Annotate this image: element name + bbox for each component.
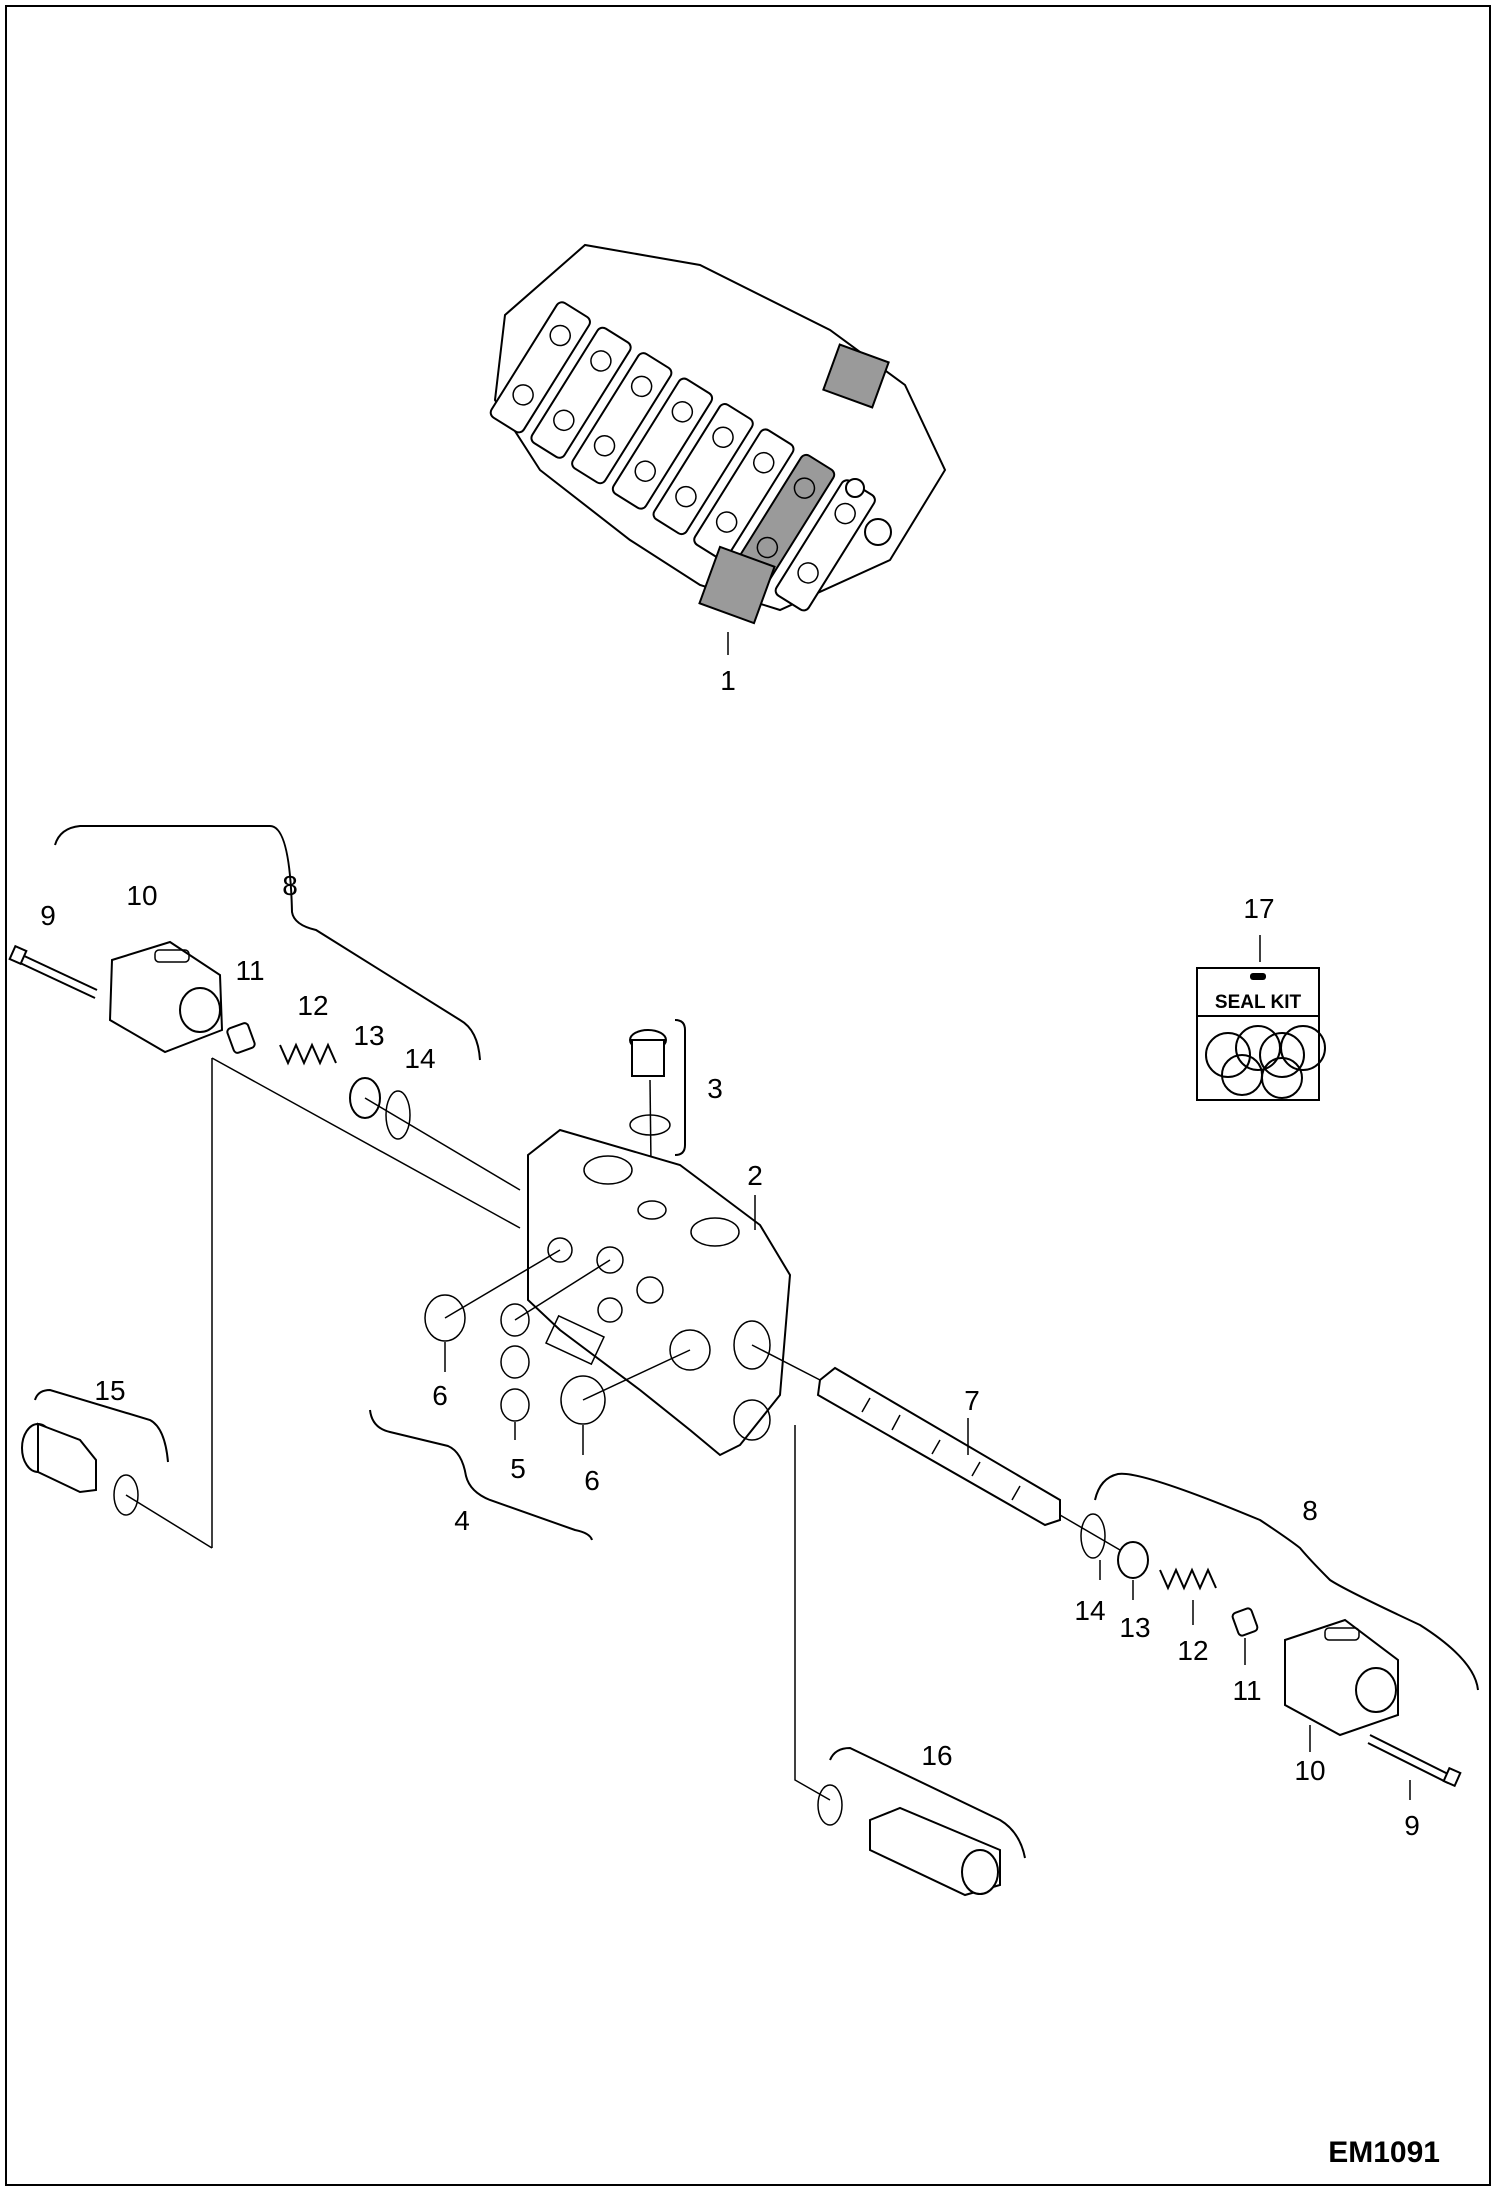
spring-12-left	[279, 1042, 337, 1066]
callout-10: 10	[1294, 1755, 1325, 1786]
leader-line	[582, 1349, 691, 1401]
o-ring-5	[500, 1388, 530, 1422]
group-bracket-16	[829, 1746, 1026, 1859]
spool-7	[751, 1344, 1061, 1527]
callout-14: 14	[1074, 1595, 1105, 1626]
callout-11: 11	[1232, 1675, 1261, 1706]
o-ring-6	[424, 1294, 466, 1342]
washer-11-right	[1231, 1607, 1259, 1637]
callout-5: 5	[510, 1453, 526, 1484]
group-bracket-4	[369, 1409, 593, 1541]
callout-14: 14	[404, 1043, 435, 1074]
bolt-9-right	[1367, 1734, 1462, 1788]
leader-line	[444, 1249, 561, 1319]
group-bracket-15	[34, 1388, 169, 1463]
valve-assembly	[489, 243, 947, 625]
callout-8: 8	[282, 870, 298, 901]
end-cap-10-right	[1284, 1618, 1399, 1737]
callout-13: 13	[1119, 1612, 1150, 1643]
callout-9: 9	[1404, 1810, 1420, 1841]
callout-12: 12	[297, 990, 328, 1021]
group-bracket-3	[674, 1019, 686, 1156]
seat-13-right	[1117, 1541, 1149, 1579]
callout-6: 6	[584, 1465, 600, 1496]
o-ring-5	[500, 1303, 530, 1337]
callout-7: 7	[964, 1385, 980, 1416]
end-cap-10-left	[108, 940, 224, 1054]
leader-line	[514, 1259, 611, 1321]
drawing-code: EM1091	[1328, 2136, 1440, 2169]
callout-9: 9	[40, 900, 56, 931]
callout-16: 16	[921, 1740, 952, 1771]
callout-12: 12	[1177, 1635, 1208, 1666]
callout-6: 6	[432, 1380, 448, 1411]
callout-13: 13	[353, 1020, 384, 1051]
group-bracket-8-left	[54, 825, 481, 1061]
seal-kit-box	[1196, 967, 1326, 1101]
callout-2: 2	[747, 1160, 763, 1191]
o-ring-5	[500, 1345, 530, 1379]
callout-4: 4	[454, 1505, 470, 1536]
bolt-9-left	[8, 944, 98, 999]
group-bracket-8-right	[1094, 1472, 1479, 1691]
leader-line	[1059, 1514, 1121, 1551]
valve-section-body-2	[527, 1128, 792, 1457]
callout-3: 3	[707, 1073, 723, 1104]
relief-valve-16	[817, 1784, 1001, 1897]
washer-11-left	[226, 1022, 256, 1054]
leader-line	[364, 1097, 521, 1191]
callout-15: 15	[94, 1375, 125, 1406]
drawing-frame	[5, 5, 1491, 2186]
callout-10: 10	[126, 880, 157, 911]
callout-11: 11	[235, 955, 264, 986]
callout-1: 1	[720, 665, 736, 696]
seal-kit-label: SEAL KIT	[1215, 992, 1302, 1013]
leader-line	[794, 1425, 831, 1801]
callout-17: 17	[1243, 893, 1274, 924]
o-ring-6	[560, 1375, 606, 1425]
plug-15	[21, 1422, 213, 1549]
leader-line	[211, 1057, 521, 1229]
spring-12-right	[1159, 1567, 1217, 1591]
callout-8: 8	[1302, 1495, 1318, 1526]
o-ring-14-left	[385, 1090, 411, 1140]
o-ring-14-right	[1080, 1513, 1106, 1559]
